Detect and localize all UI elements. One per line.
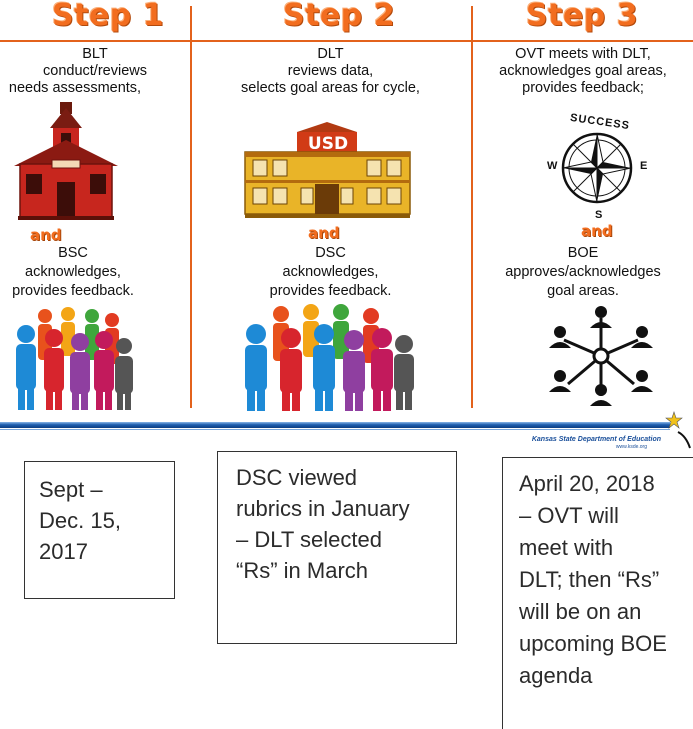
header-rule bbox=[0, 40, 693, 42]
network-people-icon bbox=[549, 306, 653, 406]
compass-south-label: S bbox=[595, 209, 603, 221]
timeline-box-3-line-2: – OVT will bbox=[519, 503, 619, 528]
timeline-box-3-line-1: April 20, 2018 bbox=[519, 471, 655, 496]
step-3-line-3: provides feedback; bbox=[522, 80, 644, 96]
building-sign-text: USD bbox=[307, 134, 349, 154]
people-group-icon-2 bbox=[245, 304, 414, 411]
footer-rule bbox=[0, 422, 670, 428]
timeline-box-1-line-3: 2017 bbox=[39, 539, 88, 564]
column-divider-2 bbox=[471, 6, 473, 408]
step-1-actor: BLT bbox=[82, 46, 108, 62]
compass-west-label: W bbox=[547, 160, 558, 172]
step-2-acknowledger: DSC bbox=[315, 245, 346, 261]
step-2-line-2: reviews data, bbox=[287, 63, 374, 79]
step-2-line-6: provides feedback. bbox=[269, 283, 392, 299]
timeline-box-3-line-6: upcoming BOE bbox=[519, 631, 667, 656]
timeline-box-2-line-3: – DLT selected bbox=[236, 527, 382, 552]
schoolhouse-icon bbox=[14, 102, 118, 220]
step-1-acknowledger: BSC bbox=[58, 245, 88, 261]
timeline-box-step-3: April 20, 2018 – OVT will meet with DLT;… bbox=[502, 457, 693, 729]
people-group-icon-1 bbox=[16, 307, 133, 410]
timeline-box-3-line-7: agenda bbox=[519, 663, 593, 688]
timeline-box-step-1: Sept – Dec. 15, 2017 bbox=[24, 461, 175, 599]
step-1-line-2: conduct/reviews bbox=[43, 63, 147, 79]
ksde-logo-text: Kansas State Department of Education bbox=[531, 436, 661, 443]
timeline-box-1-line-2: Dec. 15, bbox=[39, 508, 121, 533]
ksde-logo-url: www.ksde.org bbox=[615, 444, 647, 450]
timeline-box-2-line-2: rubrics in January bbox=[236, 496, 410, 521]
step-3-line-5: approves/acknowledges bbox=[505, 264, 661, 280]
step-1-line-3: needs assessments, bbox=[8, 80, 142, 96]
step-1-line-5: acknowledges, bbox=[25, 264, 121, 280]
step-3-actor: OVT meets with DLT, bbox=[515, 46, 651, 62]
step-3-line-6: goal areas. bbox=[547, 283, 619, 299]
step-2-title: Step 2 bbox=[283, 0, 396, 33]
step-2-actor: DLT bbox=[317, 46, 344, 62]
step-2-and: and bbox=[308, 224, 340, 242]
timeline-box-3-line-4: DLT; then “Rs” bbox=[519, 567, 660, 592]
step-3-title: Step 3 bbox=[526, 0, 639, 33]
step-3-and: and bbox=[581, 222, 613, 240]
step-1-line-6: provides feedback. bbox=[12, 283, 134, 299]
timeline-box-3-line-3: meet with bbox=[519, 535, 614, 560]
column-divider-1 bbox=[190, 6, 192, 408]
footer-rule-highlight bbox=[0, 429, 670, 430]
step-2-line-5: acknowledges, bbox=[282, 264, 379, 280]
compass-icon bbox=[561, 132, 633, 204]
timeline-box-2-line-1: DSC viewed bbox=[236, 465, 358, 490]
timeline-box-3-line-5: will be on an bbox=[519, 599, 642, 624]
step-1-title: Step 1 bbox=[52, 0, 165, 33]
step-3-acknowledger: BOE bbox=[567, 245, 599, 261]
step-2-line-3: selects goal areas for cycle, bbox=[241, 80, 420, 96]
timeline-box-1-line-1: Sept – bbox=[39, 477, 103, 502]
step-3-line-2: acknowledges goal areas, bbox=[499, 63, 667, 79]
timeline-box-2-line-4: “Rs” in March bbox=[236, 558, 369, 583]
star-swoosh-icon bbox=[665, 411, 691, 449]
district-building-icon bbox=[244, 122, 411, 218]
timeline-box-step-2: DSC viewed rubrics in January – DLT sele… bbox=[217, 451, 457, 644]
compass-east-label: E bbox=[640, 160, 648, 172]
step-1-and: and bbox=[30, 226, 62, 244]
